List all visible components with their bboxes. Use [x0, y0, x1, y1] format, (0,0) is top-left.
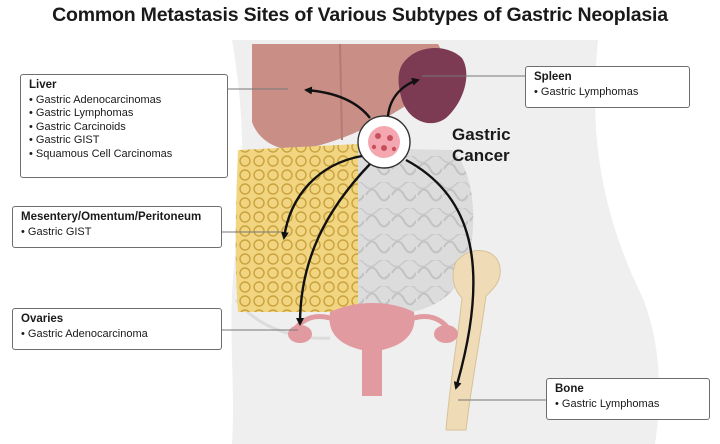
mesentery-item: Gastric GIST: [21, 226, 213, 240]
ovary-right: [434, 325, 458, 343]
ovaries-item: Gastric Adenocarcinoma: [21, 328, 213, 342]
omentum-fat: [235, 144, 358, 312]
liver-organ: [252, 44, 443, 151]
arrow-to-mesentery: [280, 154, 363, 240]
liver-heading: Liver: [29, 79, 57, 91]
bone-callout: Bone Gastric Lymphomas: [546, 378, 710, 420]
ovary-left: [288, 325, 312, 343]
arrow-to-bone: [405, 158, 475, 390]
gastric-cancer-label: Gastric Cancer: [452, 124, 511, 166]
liver-item: Gastric Adenocarcinomas: [29, 94, 219, 108]
gastric-cancer-label-line2: Cancer: [452, 146, 510, 165]
metastasis-arrows: [280, 77, 475, 390]
arrow-to-ovary: [296, 163, 371, 326]
uterus-organ: [329, 303, 415, 396]
bone-item: Gastric Lymphomas: [555, 398, 701, 412]
liver-callout: Liver Gastric Adenocarcinomas Gastric Ly…: [20, 74, 228, 178]
arrow-to-liver: [304, 86, 371, 119]
liver-item: Gastric Carcinoids: [29, 121, 219, 135]
bone-heading: Bone: [555, 383, 584, 395]
spleen-item: Gastric Lymphomas: [534, 86, 681, 100]
spleen-organ: [398, 47, 467, 124]
leader-lines: [222, 75, 546, 401]
ovaries-heading: Ovaries: [21, 313, 64, 325]
gastric-cancer-label-line1: Gastric: [452, 125, 511, 144]
mesentery-callout: Mesentery/Omentum/Peritoneum Gastric GIS…: [12, 206, 222, 248]
liver-item: Gastric Lymphomas: [29, 107, 219, 121]
ovaries-callout: Ovaries Gastric Adenocarcinoma: [12, 308, 222, 350]
liver-item: Squamous Cell Carcinomas: [29, 148, 219, 162]
spleen-heading: Spleen: [534, 71, 572, 83]
arrow-to-spleen: [386, 77, 420, 117]
liver-item: Gastric GIST: [29, 134, 219, 148]
figure-title: Common Metastasis Sites of Various Subty…: [52, 4, 668, 26]
mesentery-heading: Mesentery/Omentum/Peritoneum: [21, 211, 202, 223]
spleen-callout: Spleen Gastric Lymphomas: [525, 66, 690, 108]
